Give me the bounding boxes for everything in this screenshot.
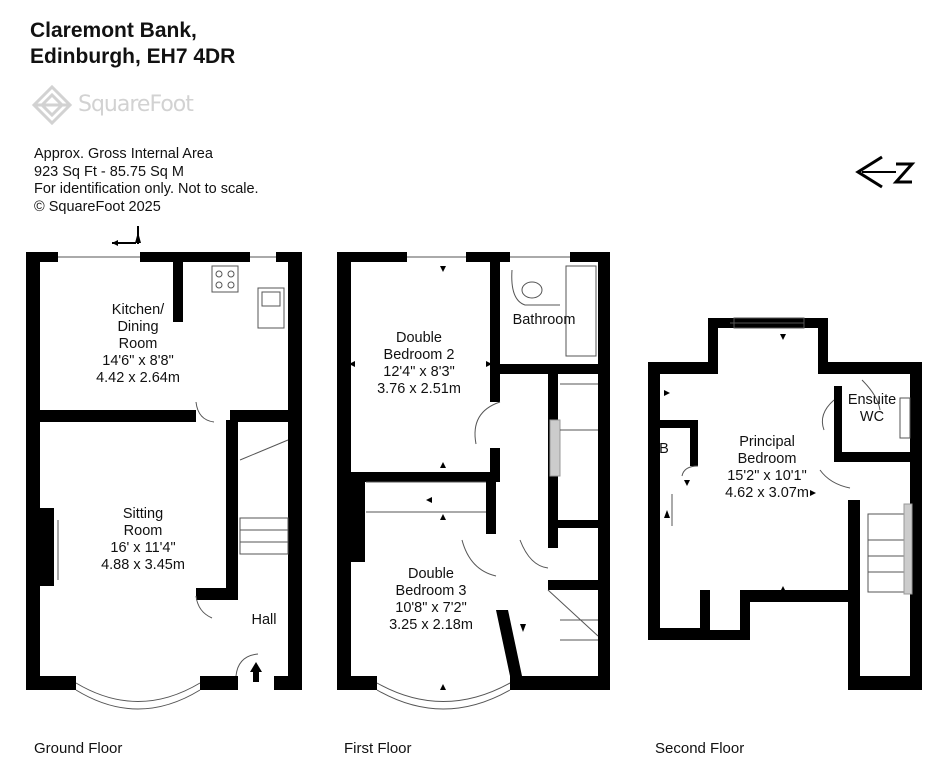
bedroom2-imperial: 12'4" x 8'3" [383,364,455,380]
bedroom3-name-2: Bedroom 3 [395,583,467,599]
bedroom3-imperial: 10'8" x 7'2" [395,600,467,616]
bedroom2-metric: 3.76 x 2.51m [377,381,461,397]
ground-floor-markers [112,226,262,682]
second-floor-markers [664,334,816,592]
principal-name-1: Principal [739,434,795,450]
ground-floor-walls [26,252,302,690]
first-floor-markers [349,266,526,690]
sitting-metric: 4.88 x 3.45m [101,557,185,573]
room-principal-bedroom: Principal Bedroom 15'2" x 10'1" 4.62 x 3… [712,434,822,502]
sitting-name-1: Sitting [122,506,164,522]
bedroom3-metric: 3.25 x 2.18m [389,617,473,633]
room-cupboard-b: B [656,441,672,458]
area-info-line-4: © SquareFoot 2025 [34,198,161,215]
address-line-2: Edinburgh, EH7 4DR [30,45,236,68]
kitchen-name-2: Dining [117,319,159,335]
logo-text: SquareFoot [78,92,194,117]
room-kitchen-dining: Kitchen/ Dining Room 14'6" x 8'8" 4.42 x… [86,302,190,387]
principal-name-2: Bedroom [737,451,797,467]
floor-label-ground: Ground Floor [34,740,123,757]
hall-name: Hall [251,612,277,628]
kitchen-name-3: Room [118,336,158,352]
area-info-line-2: 923 Sq Ft - 85.75 Sq M [34,163,184,180]
floor-label-second: Second Floor [655,740,745,757]
principal-imperial: 15'2" x 10'1" [727,468,807,484]
area-info-line-3: For identification only. Not to scale. [34,181,259,197]
second-floor-details [671,317,913,595]
cupboard-name: B [659,441,669,457]
north-arrow-icon [852,152,922,192]
property-address: Claremont Bank, Edinburgh, EH7 4DR [30,18,235,70]
room-double-bedroom-3: Double Bedroom 3 10'8" x 7'2" 3.25 x 2.1… [376,566,486,634]
first-floor-details [366,256,599,710]
ground-floor-details [57,256,289,710]
sitting-name-2: Room [123,523,163,539]
area-info-line-1: Approx. Gross Internal Area [34,146,213,162]
room-double-bedroom-2: Double Bedroom 2 12'4" x 8'3" 3.76 x 2.5… [364,330,474,398]
kitchen-imperial: 14'6" x 8'8" [102,353,174,369]
room-sitting: Sitting Room 16' x 11'4" 4.88 x 3.45m [88,506,198,574]
ensuite-name-1: Ensuite [847,392,897,408]
bedroom2-name-2: Bedroom 2 [383,347,455,363]
room-bathroom: Bathroom [506,312,582,329]
bedroom2-name-1: Double [396,330,442,346]
principal-metric: 4.62 x 3.07m [725,485,809,501]
room-hall: Hall [244,612,284,629]
kitchen-metric: 4.42 x 2.64m [96,370,180,386]
squarefoot-logo: SquareFoot [30,84,205,126]
address-line-1: Claremont Bank, [30,19,197,42]
bathroom-name: Bathroom [512,312,576,328]
room-ensuite-wc: Ensuite WC [842,392,902,426]
squarefoot-logo-icon [31,84,73,126]
floor-label-first: First Floor [344,740,412,757]
ensuite-name-2: WC [859,409,885,425]
sitting-imperial: 16' x 11'4" [110,540,176,556]
kitchen-name-1: Kitchen/ [111,302,165,318]
bedroom3-name-1: Double [408,566,454,582]
area-info: Approx. Gross Internal Area 923 Sq Ft - … [34,146,259,216]
second-floor-walls [648,318,922,690]
